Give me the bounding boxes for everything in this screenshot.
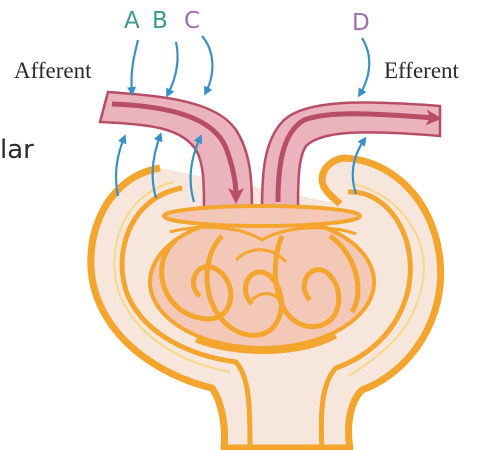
arrow-b bbox=[168, 42, 178, 94]
label-partial-word: lar bbox=[0, 135, 34, 165]
label-letter-d: D bbox=[352, 10, 370, 36]
label-letter-b: B bbox=[152, 8, 168, 34]
label-letter-c: C bbox=[184, 8, 200, 34]
arrow-c bbox=[202, 36, 212, 92]
label-letter-a: A bbox=[124, 8, 140, 34]
label-afferent: Afferent bbox=[14, 58, 92, 83]
arrow-d bbox=[360, 38, 369, 94]
label-efferent: Efferent bbox=[384, 58, 460, 83]
arrow-a bbox=[131, 40, 138, 92]
